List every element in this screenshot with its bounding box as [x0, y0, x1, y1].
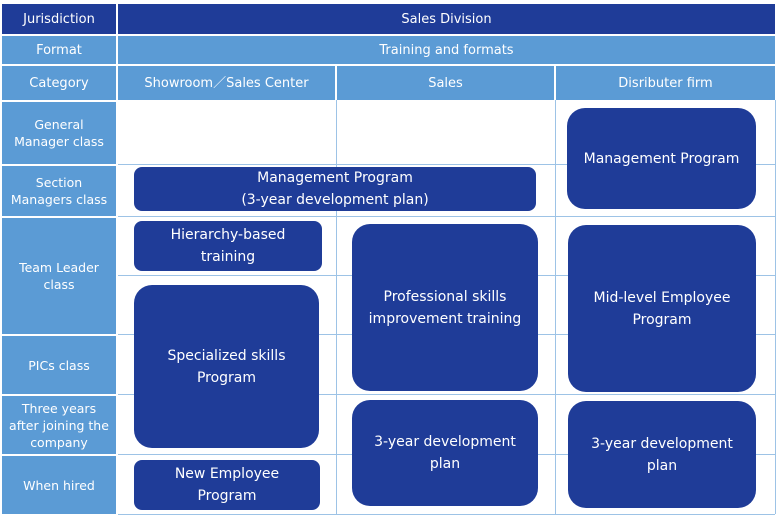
- grid-line: [336, 100, 337, 514]
- grid-line: [118, 394, 775, 395]
- professional-skills-box: Professional skills improvement training: [352, 224, 538, 391]
- grid-line: [118, 514, 775, 515]
- new-employee-box: New Employee Program: [134, 460, 320, 510]
- category-label: Category: [2, 66, 116, 100]
- grid-line: [555, 100, 556, 514]
- row-label-section-managers: Section Managers class: [2, 166, 116, 216]
- grid-line: [118, 164, 775, 165]
- jurisdiction-value: Sales Division: [118, 4, 775, 34]
- row-label-three-years: Three years after joining the company: [2, 396, 116, 454]
- row-label-team-leader: Team Leader class: [2, 218, 116, 334]
- hierarchy-training-box: Hierarchy-based training: [134, 221, 322, 271]
- management-program-box: Management Program (3-year development p…: [134, 167, 536, 211]
- row-label-pics: PICs class: [2, 336, 116, 394]
- grid-line: [118, 216, 775, 217]
- grid-line: [775, 100, 776, 514]
- column-header-distributor: Disributer firm: [556, 66, 775, 100]
- format-value: Training and formats: [118, 36, 775, 64]
- distributor-management-program-box: Management Program: [567, 108, 756, 209]
- specialized-skills-box: Specialized skills Program: [134, 285, 319, 448]
- mid-level-employee-box: Mid-level Employee Program: [568, 225, 756, 392]
- column-header-sales: Sales: [337, 66, 554, 100]
- sales-development-plan-box: 3-year development plan: [352, 400, 538, 506]
- row-label-general-manager: General Manager class: [2, 102, 116, 164]
- distributor-development-plan-box: 3-year development plan: [568, 401, 756, 508]
- row-label-when-hired: When hired: [2, 456, 116, 514]
- format-label: Format: [2, 36, 116, 64]
- column-header-showroom: Showroom／Sales Center: [118, 66, 335, 100]
- jurisdiction-label: Jurisdiction: [2, 4, 116, 34]
